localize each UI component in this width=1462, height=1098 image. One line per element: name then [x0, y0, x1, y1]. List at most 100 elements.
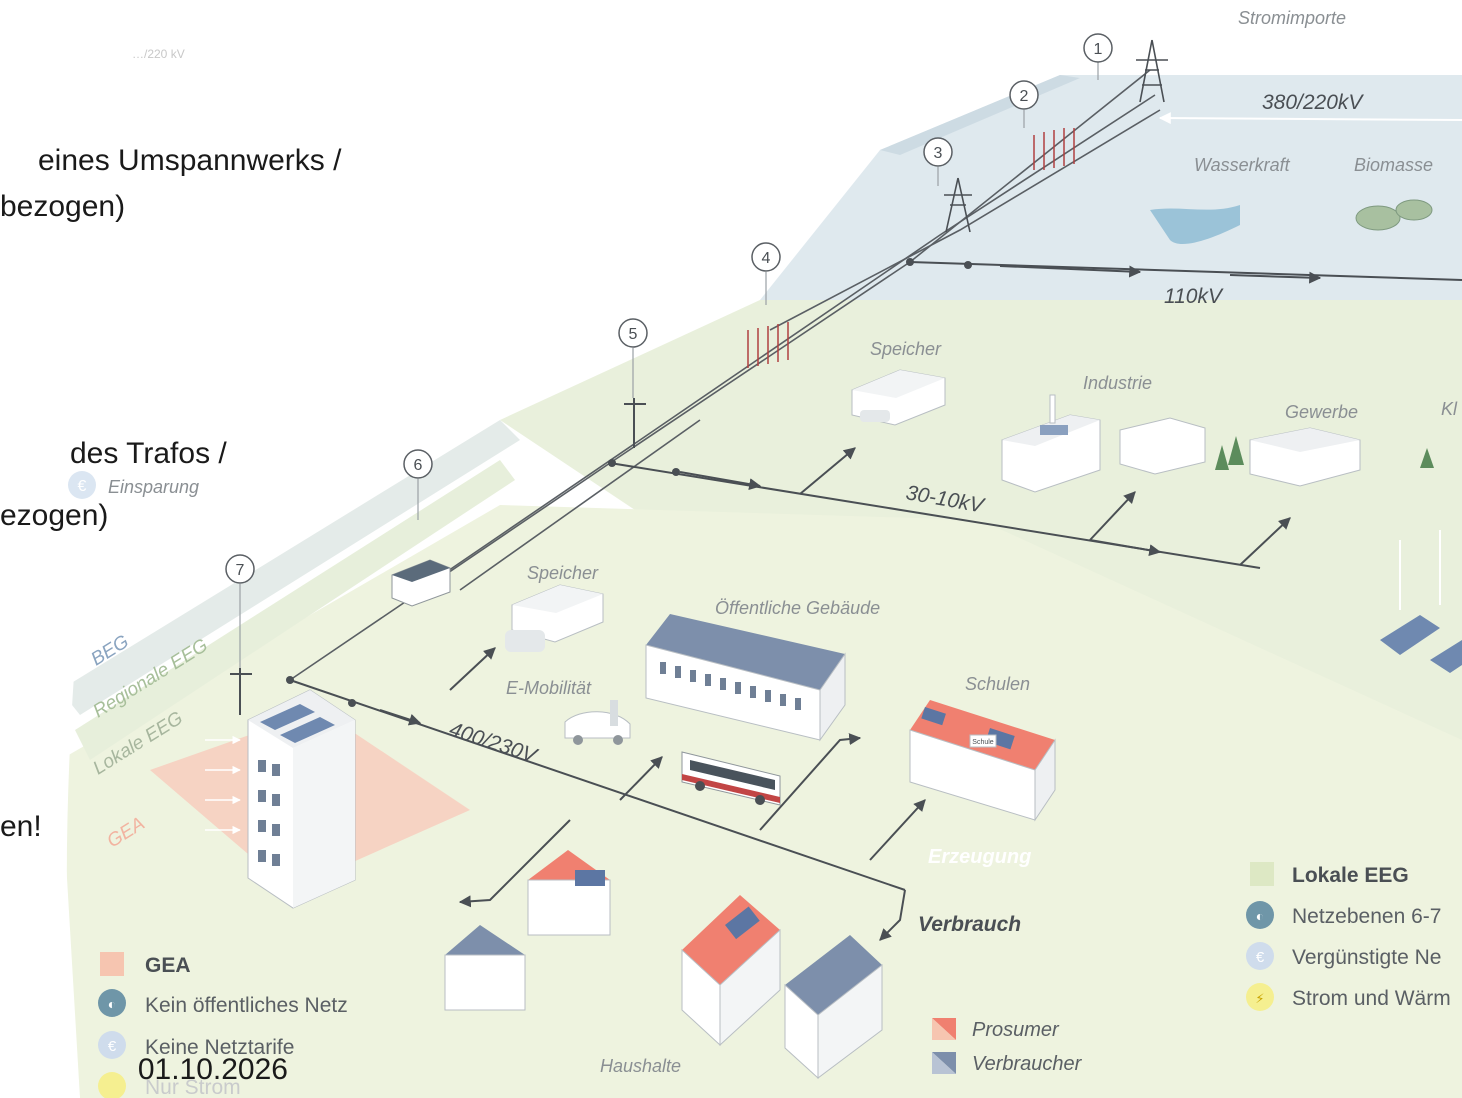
line-380kv [1158, 112, 1462, 125]
label-gewerbe: Gewerbe [1285, 402, 1358, 422]
marker-3: 3 [923, 137, 953, 167]
top-fragment-text: …/220 kV [132, 47, 185, 61]
zone-beg-band [60, 420, 520, 715]
legend-label-strom-waerme: Strom und Wärm [1292, 987, 1451, 1010]
water-icon [1150, 205, 1240, 245]
svg-text:3: 3 [934, 145, 943, 162]
house-icon [444, 925, 526, 1011]
solar-panel-icon [1380, 615, 1462, 673]
slide-text-line-1a: eines Umspannwerks / [38, 144, 342, 177]
commercial-building-icon [1249, 427, 1361, 487]
marker-5: 5 [618, 318, 648, 348]
lightning-icon [98, 1072, 126, 1098]
label-biomasse: Biomasse [1354, 155, 1433, 175]
slide-text-line-1b: bezogen) [0, 190, 126, 223]
line-400v [289, 647, 926, 941]
substation-icon [1033, 128, 1075, 170]
school-building-icon: Schule [909, 700, 1056, 822]
label-kl: Kl [1441, 399, 1458, 419]
label-110kv: 110kV [1164, 285, 1224, 308]
slide-text-line-2a: des Trafos / [70, 437, 227, 470]
line-110kv [909, 261, 1462, 284]
industry-building-icon [1001, 394, 1206, 493]
label-industrie: Industrie [1083, 373, 1152, 393]
house-icon [784, 935, 883, 1080]
svg-text:4: 4 [762, 250, 771, 267]
label-e-mobilitaet: E-Mobilität [506, 678, 592, 698]
label-speicher: Speicher [870, 339, 942, 359]
legend-label-prosumer: Prosumer [972, 1019, 1060, 1041]
legend-label-verguenstigte: Vergünstigte Ne [1292, 946, 1441, 969]
legend-right: Lokale EEG ◐ Netzebenen 6-7 € Vergünstig… [1246, 862, 1451, 1011]
svg-text:2: 2 [1020, 88, 1029, 105]
legend-left: GEA ◐ Kein öffentliches Netz € Keine Net… [98, 952, 348, 1098]
marker-6: 6 [403, 449, 433, 479]
euro-icon: € [1246, 942, 1274, 970]
junction-dots [286, 258, 972, 707]
marker-4: 4 [751, 242, 781, 272]
legend-label-gea: GEA [145, 954, 191, 977]
storage-building-icon [505, 584, 604, 652]
biomass-icon [1355, 199, 1433, 231]
svg-text:◐: ◐ [108, 996, 116, 1012]
label-speicher-low: Speicher [527, 563, 599, 583]
legend-label-keine-netztarife: Keine Netztarife [145, 1036, 294, 1059]
zone-regionale-band [75, 460, 515, 760]
label-erzeugung: Erzeugung [928, 846, 1031, 868]
legend-label-verbraucher: Verbraucher [972, 1053, 1083, 1075]
grid-plug-icon: ◐ [98, 989, 126, 1017]
svg-text:€: € [78, 478, 87, 495]
label-schulen: Schulen [965, 674, 1030, 694]
svg-text:7: 7 [236, 562, 245, 579]
svg-text:6: 6 [414, 457, 423, 474]
svg-text:5: 5 [629, 326, 638, 343]
marker-lines [239, 62, 1099, 668]
legend-swatch-gea [100, 952, 124, 976]
legend-roles: Prosumer Verbraucher [932, 1018, 1083, 1075]
label-380kv: 380/220kV [1262, 91, 1364, 114]
house-icon [681, 895, 781, 1047]
label-wasserkraft: Wasserkraft [1194, 155, 1291, 175]
marker-7: 7 [225, 554, 255, 584]
pole-icon [230, 398, 646, 715]
lightning-icon: ⚡ [1246, 983, 1274, 1011]
storage-building-icon [851, 369, 946, 426]
label-haushalte: Haushalte [600, 1056, 681, 1076]
line-30kv [609, 447, 1291, 569]
tower-icon [1136, 39, 1168, 103]
svg-text:€: € [108, 1038, 117, 1055]
plane-medium-voltage [500, 300, 1462, 740]
svg-text:◐: ◐ [1256, 908, 1264, 924]
slide-text-line-2b: ezogen) [0, 499, 109, 532]
legend-label-nur-strom: Nur Strom [145, 1076, 241, 1098]
substation-building-icon [391, 559, 451, 607]
slide-date: 01.10.2026 [137, 1053, 288, 1086]
svg-text:€: € [1256, 949, 1265, 966]
tower-icon [944, 177, 972, 233]
legend-swatch-lokale-eeg [1250, 862, 1274, 886]
label-oeffentliche-gebaeude: Öffentliche Gebäude [715, 598, 880, 618]
grid-plug-icon: ◐ [1246, 901, 1274, 929]
plane-380kv [990, 0, 1462, 75]
svg-text:⚡: ⚡ [1255, 991, 1264, 1006]
public-building-icon [645, 614, 846, 742]
house-icon [527, 850, 611, 936]
school-sign-text: Schule [972, 739, 994, 746]
label-stromimporte: Stromimporte [1238, 8, 1346, 28]
wind-turbine-icon [1399, 530, 1441, 610]
slide-left-curve [0, 0, 140, 1098]
label-einsparung: Einsparung [108, 477, 199, 497]
apartment-tower-icon [205, 689, 356, 909]
legend-label-netzebenen: Netzebenen 6-7 [1292, 905, 1441, 928]
slide-text-line-3: en! [0, 810, 42, 843]
electric-car-icon [564, 700, 631, 745]
trees-icon [1215, 436, 1434, 470]
euro-icon: € [98, 1031, 126, 1059]
legend-title-lokale-eeg: Lokale EEG [1292, 864, 1409, 887]
marker-1: 1 [1083, 33, 1113, 63]
euro-icon: € [68, 471, 96, 499]
bus-icon [681, 751, 781, 806]
legend-label-kein-netz: Kein öffentliches Netz [145, 994, 348, 1017]
svg-text:1: 1 [1094, 41, 1103, 58]
